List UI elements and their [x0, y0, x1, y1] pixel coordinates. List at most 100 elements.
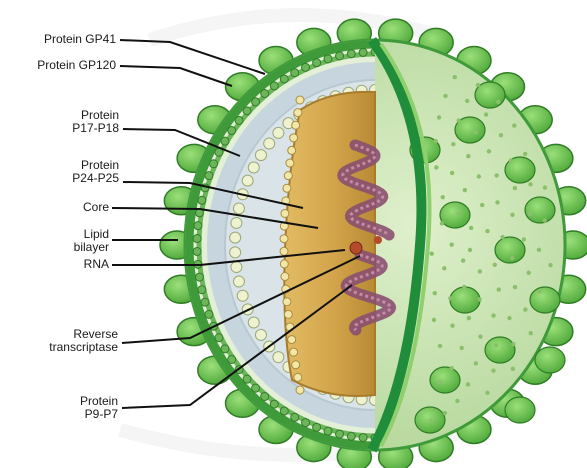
core-bead: [296, 96, 304, 104]
leader-gp120: [120, 66, 232, 86]
core-bead: [283, 298, 291, 306]
capsid-bead: [230, 247, 241, 258]
envelope-dot: [494, 173, 498, 177]
capsid-bead: [255, 150, 266, 161]
lipid-bead: [221, 345, 229, 353]
capsid-bead: [231, 217, 242, 228]
envelope-dot: [443, 94, 447, 98]
lipid-bead: [359, 48, 367, 56]
core-bead: [280, 247, 288, 255]
envelope-dot: [434, 165, 438, 169]
envelope-dot: [528, 182, 532, 186]
lipid-bead: [347, 432, 355, 440]
gp120-knob-face: [495, 237, 525, 263]
envelope-dot: [476, 83, 480, 87]
label-gp41-text: Protein GP41: [8, 33, 116, 46]
envelope-dot: [507, 316, 511, 320]
gp120-knob-face: [485, 337, 515, 363]
core-bead: [292, 361, 300, 369]
envelope-dot: [450, 171, 454, 175]
envelope-dot: [443, 411, 447, 415]
envelope-dot: [491, 313, 495, 317]
lipid-bead: [210, 160, 218, 168]
envelope-dot: [522, 237, 526, 241]
envelope-dot: [487, 149, 491, 153]
core-bead: [294, 373, 302, 381]
reverse-transcriptase-icon: [350, 242, 362, 254]
label-lipid-bilayer: Lipid bilayer: [30, 228, 109, 254]
envelope-dot: [462, 285, 466, 289]
lipid-bead: [215, 334, 223, 342]
envelope-dot: [537, 289, 541, 293]
envelope-dot: [465, 99, 469, 103]
capsid-bead: [233, 276, 244, 287]
lipid-bead: [205, 310, 213, 318]
envelope-dot: [513, 186, 517, 190]
envelope-dot: [432, 318, 436, 322]
core-bead: [292, 121, 300, 129]
envelope-dot: [466, 154, 470, 158]
lipid-bead: [221, 137, 229, 145]
lipid-bead: [270, 82, 278, 90]
label-p17-line2: P17-P18: [30, 122, 119, 135]
envelope-dot: [463, 188, 467, 192]
capsid-bead: [233, 203, 244, 214]
lipid-bead: [198, 196, 206, 204]
lipid-bead: [302, 63, 310, 71]
envelope-dot: [509, 158, 513, 162]
core-bead: [283, 184, 291, 192]
label-gp120: Protein GP120: [2, 59, 116, 72]
label-rna: RNA: [30, 258, 109, 271]
envelope-dot: [437, 380, 441, 384]
envelope-dot: [467, 316, 471, 320]
envelope-dot: [511, 342, 515, 346]
lipid-bead: [313, 423, 321, 431]
gp120-knob-face: [450, 287, 480, 313]
lipid-bead: [280, 75, 288, 83]
envelope-dot: [450, 324, 454, 328]
envelope-dot: [497, 287, 501, 291]
label-p17-p18: Protein P17-P18: [30, 109, 119, 135]
core-bead: [281, 273, 289, 281]
envelope-dot: [441, 195, 445, 199]
lipid-bead: [193, 247, 201, 255]
label-p9-line2: P9-P7: [30, 408, 118, 421]
envelope-dot: [453, 75, 457, 79]
label-lipid-line2: bilayer: [30, 241, 109, 254]
envelope-dot: [456, 211, 460, 215]
lipid-bead: [252, 98, 260, 106]
envelope-dot: [548, 263, 552, 267]
lipid-bead: [347, 50, 355, 58]
lipid-bead: [228, 355, 236, 363]
core-bead: [288, 146, 296, 154]
envelope-dot: [491, 369, 495, 373]
label-p9-p7: Protein P9-P7: [30, 395, 118, 421]
envelope-dot: [469, 226, 473, 230]
lipid-bead: [193, 235, 201, 243]
reverse-transcriptase-icon-2: [374, 236, 382, 244]
envelope-dot: [527, 271, 531, 275]
envelope-dot: [494, 343, 498, 347]
capsid-bead: [230, 232, 241, 243]
capsid-bead: [231, 262, 242, 273]
core-bead: [294, 109, 302, 117]
envelope-dot: [455, 399, 459, 403]
lipid-bead: [228, 127, 236, 135]
envelope-dot: [457, 118, 461, 122]
envelope-dot: [437, 115, 441, 119]
lipid-bead: [198, 286, 206, 294]
envelope-dot: [480, 203, 484, 207]
label-p24-line2: P24-P25: [30, 172, 119, 185]
envelope-dot: [440, 221, 444, 225]
envelope-dot: [449, 366, 453, 370]
envelope-dot: [511, 367, 515, 371]
label-p24-p25: Protein P24-P25: [30, 159, 119, 185]
core-bead: [284, 172, 292, 180]
lipid-bead: [324, 55, 332, 63]
lipid-bead: [205, 172, 213, 180]
core-bead: [280, 260, 288, 268]
lipid-bead: [302, 419, 310, 427]
envelope-dot: [451, 142, 455, 146]
label-gp120-text: Protein GP120: [2, 59, 116, 72]
lipid-bead: [336, 52, 344, 60]
